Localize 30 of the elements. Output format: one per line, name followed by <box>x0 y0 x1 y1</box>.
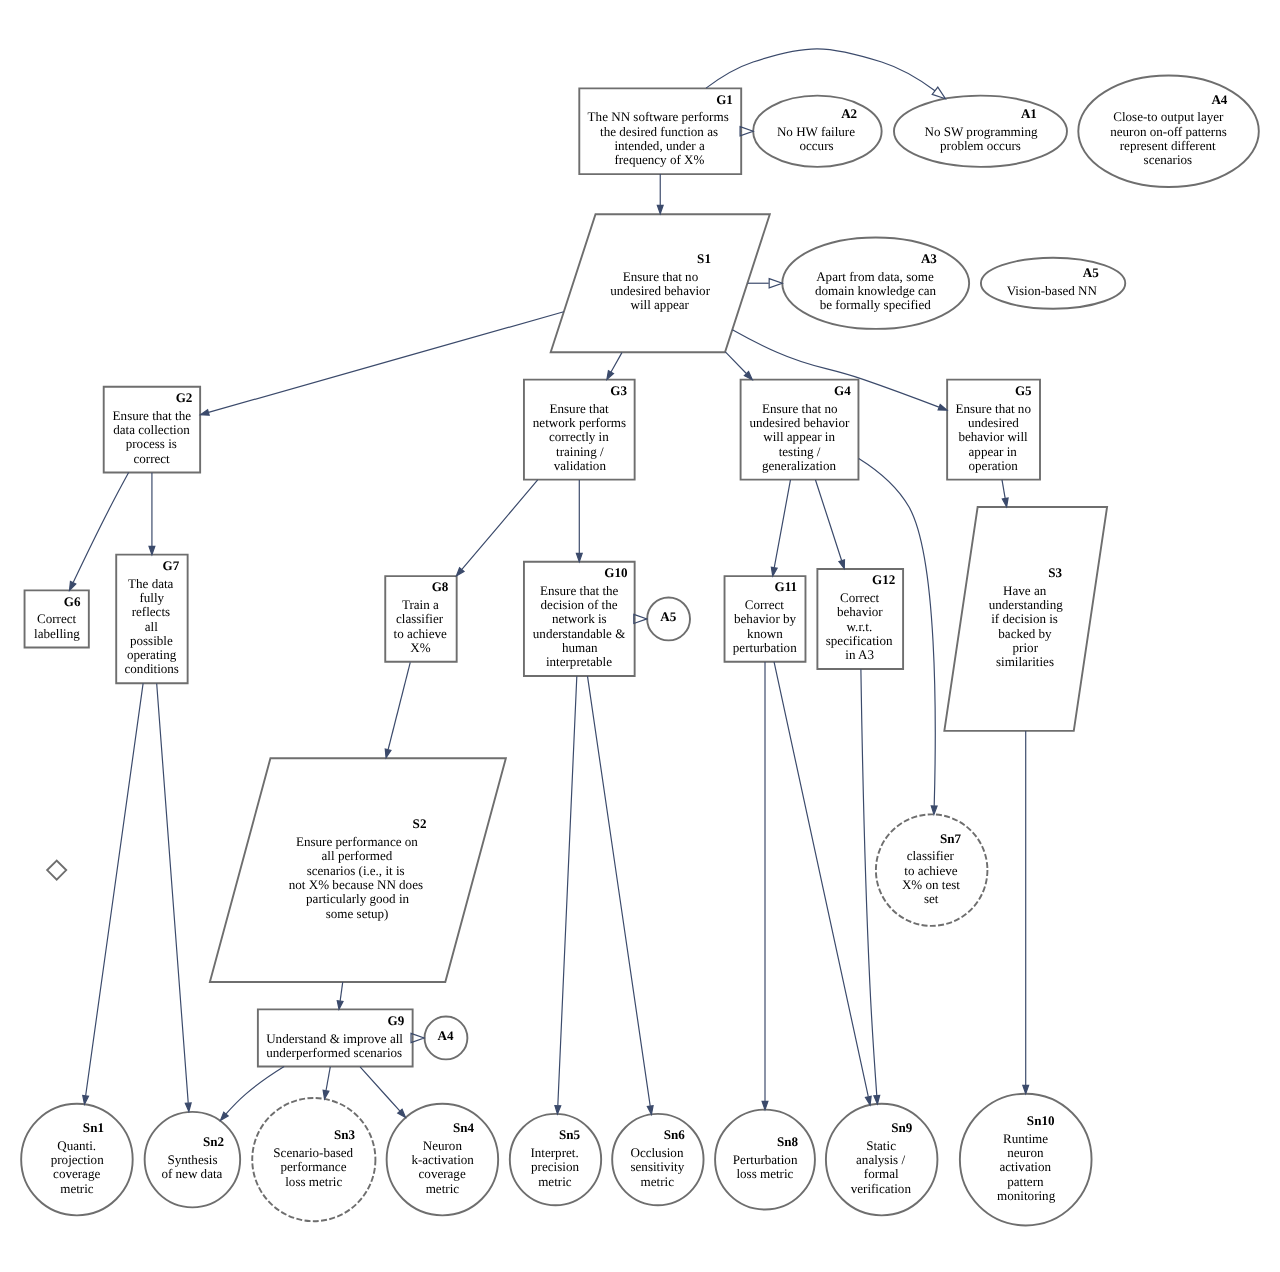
arrow <box>761 660 769 1111</box>
arrow <box>336 980 344 1011</box>
arrow <box>68 470 130 591</box>
arrow <box>575 478 584 563</box>
arrow <box>455 478 539 577</box>
node-diamond <box>45 858 68 880</box>
arrow <box>156 681 192 1113</box>
arrow <box>148 471 156 556</box>
arrow <box>705 47 947 99</box>
arrow <box>586 674 654 1116</box>
arrow <box>1001 478 1009 508</box>
arrow <box>770 478 792 577</box>
arrow <box>322 1065 331 1100</box>
arrow <box>858 456 938 816</box>
arrow <box>739 124 755 136</box>
arrow <box>860 667 881 1105</box>
arrow <box>1021 729 1030 1095</box>
arrow <box>219 1064 285 1121</box>
arrow <box>731 328 949 410</box>
arrow <box>198 310 565 415</box>
arrow <box>82 681 144 1105</box>
arrow <box>359 1065 407 1118</box>
arrow <box>747 276 785 288</box>
arrow <box>384 660 411 759</box>
arrow <box>656 172 664 215</box>
arrow <box>606 351 623 380</box>
arrow <box>773 660 872 1106</box>
arrow <box>814 478 846 570</box>
arrow <box>554 674 578 1115</box>
arrow <box>724 350 754 380</box>
